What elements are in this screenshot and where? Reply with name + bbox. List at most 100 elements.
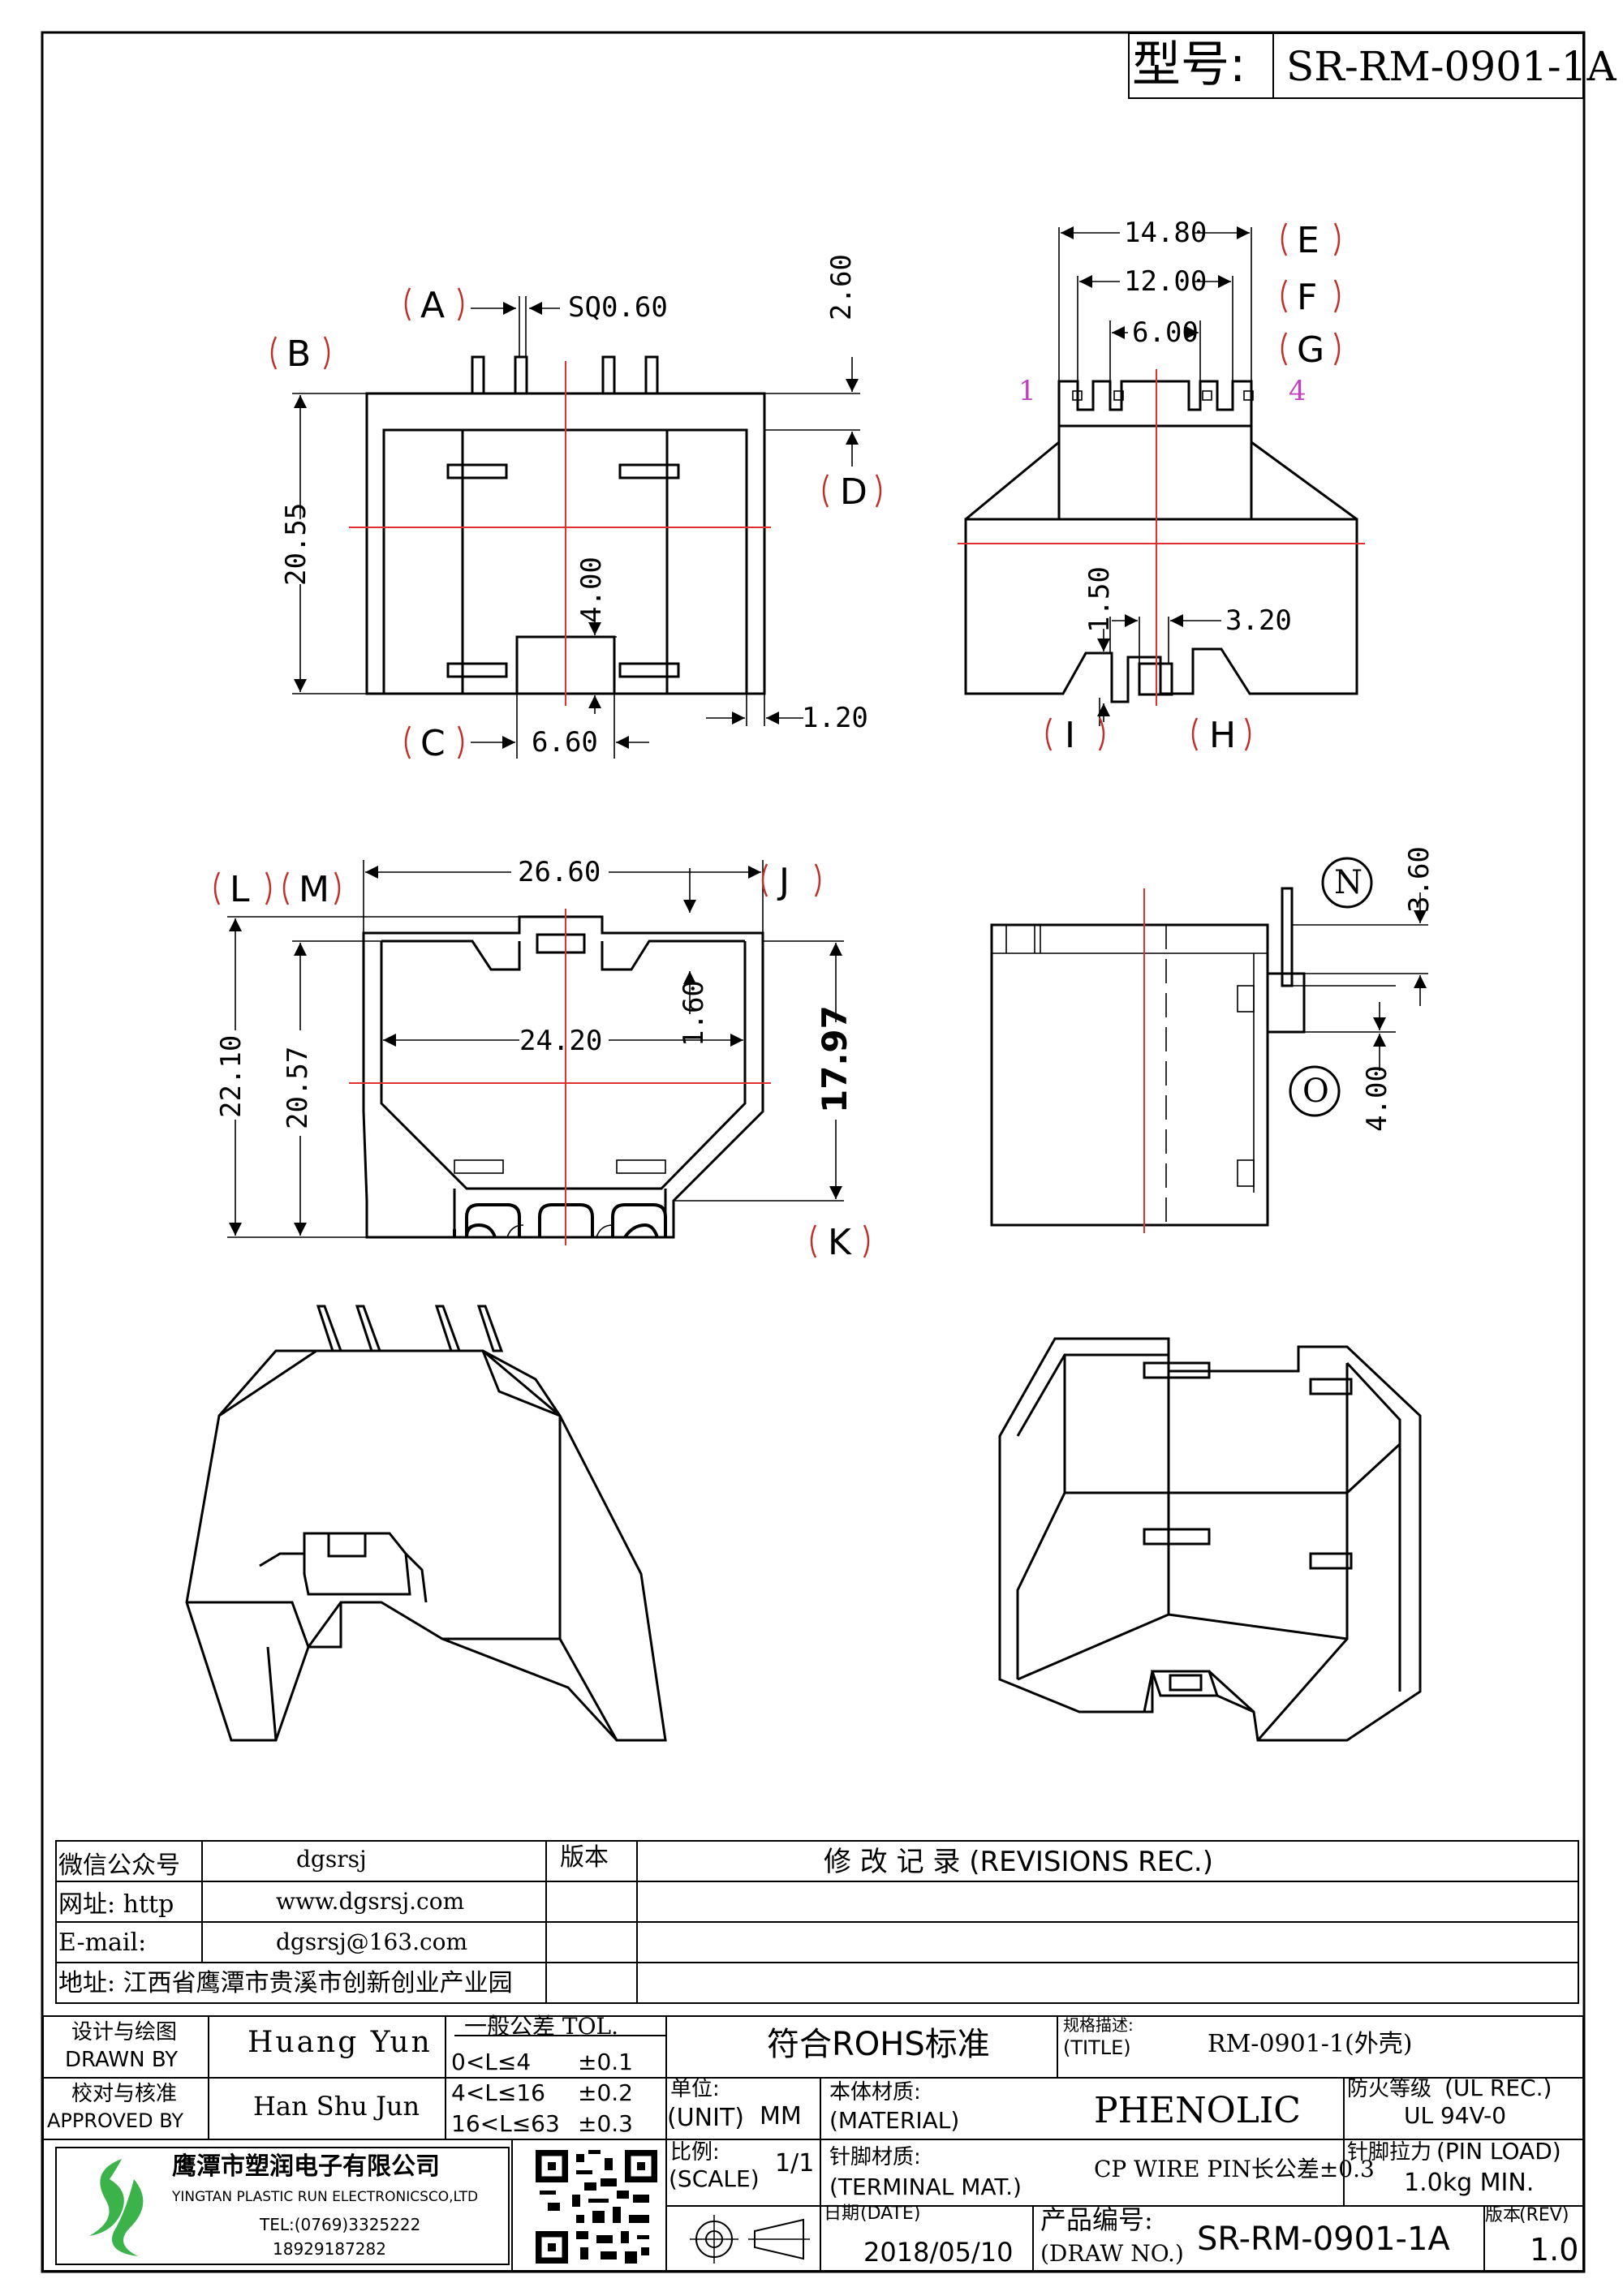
scale-cn: 比例:: [670, 2140, 720, 2165]
rev-header: 版本: [560, 1843, 609, 1872]
unit-en: (UNIT): [667, 2104, 744, 2132]
label-b: B: [286, 333, 312, 375]
designer-name: Huang Yun: [248, 2026, 433, 2059]
company-name-en: YINGTAN PLASTIC RUN ELECTRONICSCO,LTD: [172, 2189, 479, 2205]
revisions-header: 修 改 记 录 (REVISIONS REC.): [824, 1846, 1214, 1878]
tol-range-3: 16<L≤63: [451, 2110, 560, 2137]
date-cn: 日期: [824, 2204, 860, 2224]
date-en: (DATE): [860, 2204, 921, 2224]
scale-value: 1/1: [775, 2149, 815, 2178]
company-phone: 18929187282: [273, 2239, 386, 2259]
view-mid-right: [990, 887, 1428, 1233]
tol-range-2: 4<L≤16: [451, 2079, 545, 2106]
material-value: PHENOLIC: [1094, 2090, 1301, 2131]
scale-en: (SCALE): [669, 2165, 760, 2192]
title-en: (TITLE): [1063, 2036, 1131, 2059]
dim-w-out: 26.60: [518, 856, 601, 888]
dim-notch: 1.60: [678, 980, 710, 1047]
wechat-label: 微信公众号: [58, 1851, 180, 1880]
label-f: F: [1297, 277, 1318, 318]
tol-title: 一般公差 TOL.: [464, 2013, 619, 2040]
wechat-value: dgsrsj: [296, 1846, 367, 1872]
iso-view-right: [998, 1337, 1422, 1742]
rev-value: 1.0: [1530, 2232, 1579, 2268]
label-h: H: [1209, 715, 1237, 756]
label-m: M: [299, 869, 329, 910]
pin: [601, 355, 616, 395]
dim-pin: 3.60: [1403, 846, 1436, 913]
dim-sq: SQ0.60: [568, 291, 668, 324]
pin: [514, 355, 528, 395]
drawno-cn: 产品编号:: [1040, 2204, 1153, 2235]
pin-4-label: 4: [1289, 375, 1307, 407]
callout-brackets: [213, 222, 1373, 1258]
tol-val-2: ±0.2: [578, 2079, 633, 2106]
dim-h-out: 22.10: [215, 1034, 248, 1118]
label-k: K: [828, 1222, 851, 1263]
label-n: N: [1334, 864, 1363, 901]
label-g: G: [1297, 329, 1325, 371]
label-j: J: [779, 861, 790, 902]
checker-name: Han Shu Jun: [253, 2091, 420, 2122]
tol-val-3: ±0.3: [578, 2110, 633, 2137]
dim-d1: 1.50: [1083, 566, 1116, 633]
dim-w3: 6.00: [1132, 316, 1199, 349]
design-cn: 设计与绘图: [71, 2020, 178, 2044]
dim-slot: 4.00: [575, 557, 608, 623]
iso-view-left: [185, 1305, 667, 1742]
label-o: O: [1302, 1073, 1329, 1110]
dim-d2: 3.20: [1225, 604, 1292, 637]
dim-h-in: 20.57: [282, 1046, 314, 1129]
ul-en: (UL REC.): [1444, 2075, 1552, 2101]
pin: [471, 355, 485, 395]
pin-1-label: 1: [1018, 375, 1036, 407]
material-cn: 本体材质:: [829, 2080, 921, 2105]
dim-height: 20.55: [280, 502, 312, 586]
company-logo-icon: [89, 2159, 144, 2256]
terminal-value: CP WIRE PIN长公差±0.3: [1094, 2156, 1375, 2182]
view-top-left: [292, 296, 860, 759]
body-outline: [964, 424, 1358, 703]
terminal-cn: 针脚材质:: [829, 2145, 921, 2169]
pinload-en: (PIN LOAD): [1436, 2138, 1561, 2165]
model-label: 型号:: [1132, 37, 1246, 93]
email-link[interactable]: dgsrsj@163.com: [276, 1928, 468, 1955]
label-e: E: [1297, 220, 1319, 261]
website-label: 网址: http: [58, 1890, 174, 1919]
company-tel: TEL:(0769)3325222: [260, 2215, 421, 2234]
email-label: E-mail:: [58, 1928, 147, 1957]
rev-en: (REV): [1519, 2205, 1569, 2225]
address-label: 地址: 江西省鹰潭市贵溪市创新创业产业园: [58, 1969, 513, 1997]
dim-w1: 14.80: [1124, 217, 1208, 249]
dim-w: 6.60: [532, 726, 598, 759]
pin: [644, 355, 659, 395]
dim-h1: 2.60: [825, 254, 858, 320]
unit-cn: 单位:: [670, 2077, 720, 2101]
dim-pin2: 4.00: [1361, 1065, 1393, 1132]
label-l: L: [230, 869, 250, 910]
qr-code-icon: [536, 2150, 657, 2264]
model-value: SR-RM-0901-1A: [1286, 43, 1617, 90]
label-i: I: [1065, 715, 1075, 756]
ul-cn: 防火等级: [1347, 2077, 1432, 2101]
label-a: A: [420, 285, 446, 326]
pinload-value: 1.0kg MIN.: [1404, 2169, 1535, 2197]
material-en: (MATERIAL): [829, 2107, 960, 2134]
dim-w-in: 24.20: [519, 1025, 603, 1057]
check-en: APPROVED BY: [47, 2109, 184, 2132]
website-link[interactable]: www.dgsrsj.com: [276, 1888, 465, 1915]
company-name-cn: 鹰潭市塑润电子有限公司: [172, 2152, 440, 2181]
label-d: D: [840, 471, 867, 513]
ul-value: UL 94V-0: [1404, 2102, 1507, 2129]
body-outline: [990, 923, 1269, 1227]
pinload-cn: 针脚拉力: [1347, 2140, 1432, 2165]
terminal-en: (TERMINAL MAT.): [829, 2173, 1022, 2200]
rev-cn: 版本: [1485, 2205, 1522, 2225]
label-c: C: [420, 723, 446, 764]
title-cn: 规格描述:: [1063, 2015, 1134, 2035]
projection-symbol-icon: [690, 2215, 810, 2264]
title-value: RM-0901-1(外壳): [1208, 2030, 1413, 2058]
dim-w2: 12.00: [1124, 265, 1208, 298]
tol-val-1: ±0.1: [578, 2049, 633, 2075]
